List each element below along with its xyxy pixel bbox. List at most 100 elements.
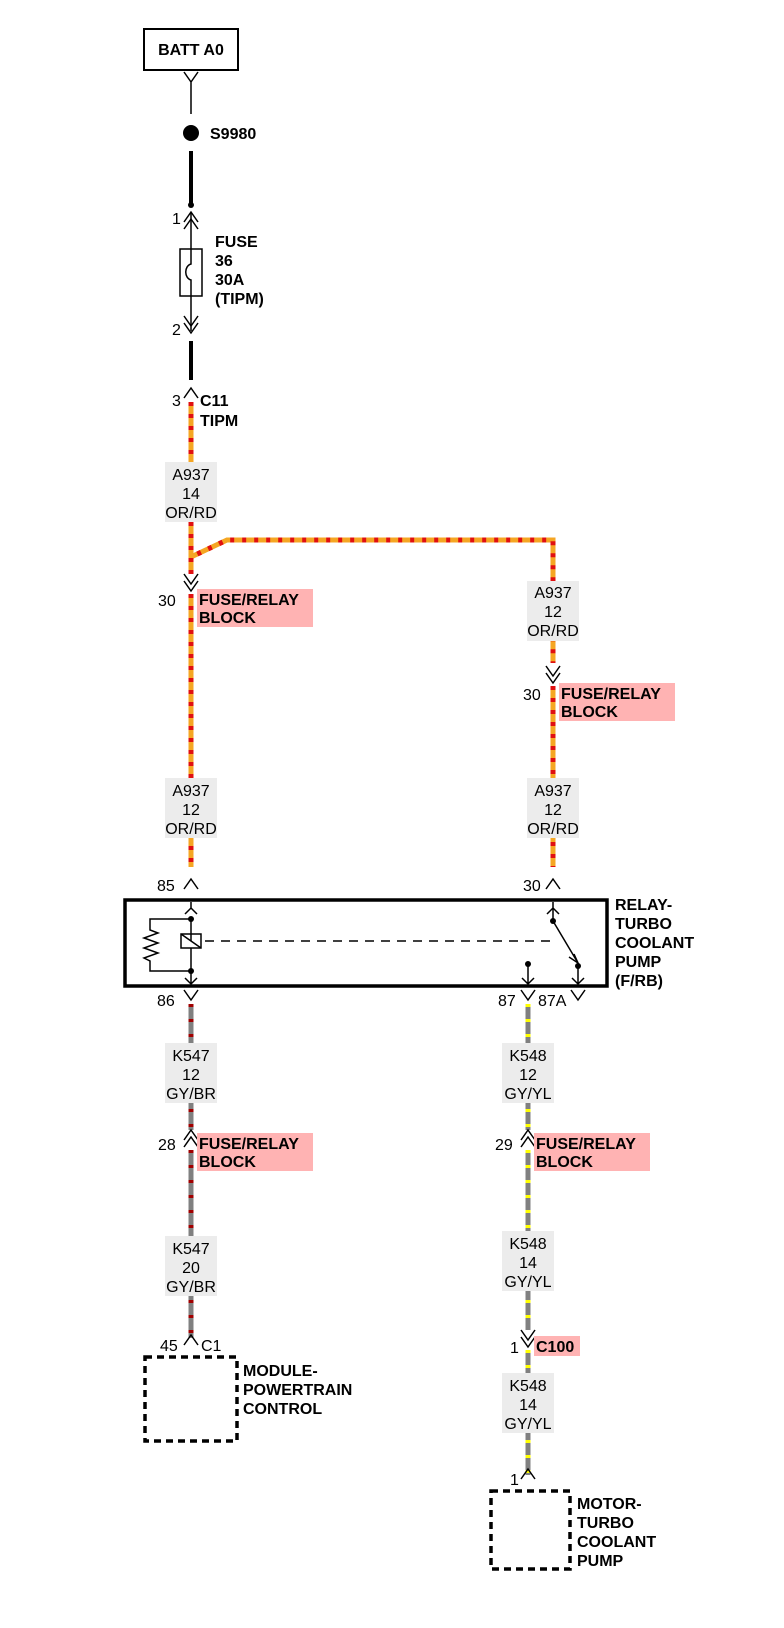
wire-label-bg-w8: [502, 1231, 554, 1291]
c11-connector-mark: [183, 386, 199, 399]
motor-connector-mark: [520, 1467, 536, 1480]
frb-right-top-mark: [545, 665, 561, 685]
wire-w3-circuit: A937: [172, 783, 209, 800]
relay-label-5: (F/RB): [615, 973, 663, 990]
relay-label-4: PUMP: [615, 954, 662, 971]
splice-label: S9980: [210, 126, 256, 143]
motor-label-1: MOTOR-: [577, 1496, 642, 1513]
relay-pin-85: 85: [157, 878, 175, 895]
motor-pin: 1: [510, 1472, 519, 1489]
relay-pin-30: 30: [523, 878, 541, 895]
wire-w1-color: OR/RD: [165, 505, 217, 522]
wire-w3-color: OR/RD: [165, 821, 217, 838]
pcm-label-2: POWERTRAIN: [243, 1382, 352, 1399]
wire-w1-gauge: 14: [182, 486, 200, 503]
fuse-label-4: (TIPM): [215, 291, 264, 308]
frb-left-bottom-pin: 28: [158, 1137, 176, 1154]
relay-coil-circuit: [141, 902, 202, 986]
wire-w4-gauge: 12: [544, 802, 562, 819]
pcm-label-3: CONTROL: [243, 1401, 322, 1418]
batt-a0-box: [143, 28, 239, 71]
relay-switch: [521, 902, 585, 986]
pcm-label-1: MODULE-: [243, 1363, 318, 1380]
batt-a0-label: BATT A0: [158, 42, 224, 59]
fuse-label-1: FUSE: [215, 234, 258, 251]
relay-86-mark: [183, 989, 199, 1002]
wire-label-bg-w6: [502, 1043, 554, 1103]
wire-w6-gauge: 12: [519, 1067, 537, 1084]
relay-label-1: RELAY-: [615, 897, 672, 914]
c100-pin: 1: [510, 1340, 519, 1357]
wire-label-bg-w9: [502, 1373, 554, 1433]
motor-module-box: [489, 1489, 572, 1571]
relay-label-3: COOLANT: [615, 935, 694, 952]
wire-label-bg-w1: [165, 462, 217, 522]
wire-w3-gauge: 12: [182, 802, 200, 819]
relay-label-2: TURBO: [615, 916, 672, 933]
wire-label-bg-w4: [527, 778, 579, 838]
wire-w6-color: GY/YL: [504, 1086, 551, 1103]
motor-label-3: COOLANT: [577, 1534, 656, 1551]
relay-87-mark: [520, 989, 536, 1002]
frb-left-top-pin: 30: [158, 593, 176, 610]
wire-w5-gauge: 12: [182, 1067, 200, 1084]
wire-w7-gauge: 20: [182, 1260, 200, 1277]
relay-pin-87a: 87A: [538, 993, 567, 1010]
frb-left-top-label-2: BLOCK: [199, 610, 256, 627]
fuse-label-2: 36: [215, 253, 233, 270]
frb-right-bottom-label-2: BLOCK: [536, 1154, 593, 1171]
wire-w6-circuit: K548: [509, 1048, 546, 1065]
pcm-pin: 45: [160, 1338, 178, 1355]
pcm-module-box: [143, 1355, 239, 1443]
frb-right-bottom-pin: 29: [495, 1137, 513, 1154]
relay-box: [123, 898, 609, 988]
frb-left-bottom-highlight: [197, 1133, 313, 1171]
motor-label-2: TURBO: [577, 1515, 634, 1532]
fuse-pin-out: 2: [172, 322, 181, 339]
relay-85-mark: [183, 877, 199, 890]
wire-w7-circuit: K547: [172, 1241, 209, 1258]
frb-left-top-label-1: FUSE/RELAY: [199, 592, 299, 609]
wire-w5-color: GY/BR: [166, 1086, 216, 1103]
fuse-pin1-dot: [188, 202, 194, 208]
frb-left-top-mark: [183, 573, 199, 593]
fuse-label-3: 30A: [215, 272, 245, 289]
frb-left-bottom-label-1: FUSE/RELAY: [199, 1136, 299, 1153]
wire-w4-circuit: A937: [534, 783, 571, 800]
wire-label-bg-w3: [165, 778, 217, 838]
pcm-connector-mark: [183, 1333, 199, 1346]
wire-w8-color: GY/YL: [504, 1274, 551, 1291]
wire-label-bg-w2: [527, 581, 579, 641]
frb-right-top-label-2: BLOCK: [561, 704, 618, 721]
c100-highlight: [534, 1336, 580, 1356]
wire-w9-color: GY/YL: [504, 1416, 551, 1433]
frb-left-top-highlight: [197, 589, 313, 627]
frb-right-top-pin: 30: [523, 687, 541, 704]
c11-label-2: TIPM: [200, 413, 238, 430]
batt-connector-mark: [183, 71, 199, 114]
frb-left-bottom-mark: [183, 1128, 199, 1148]
relay-30-mark: [545, 877, 561, 890]
wire-w2-circuit: A937: [534, 585, 571, 602]
wire-w5-circuit: K547: [172, 1048, 209, 1065]
frb-right-bottom-mark: [520, 1128, 536, 1148]
wire-w8-gauge: 14: [519, 1255, 537, 1272]
fuse-pin-in: 1: [172, 211, 181, 228]
frb-right-top-highlight: [559, 683, 675, 721]
wire-w9-gauge: 14: [519, 1397, 537, 1414]
c11-label-1: C11: [200, 393, 229, 410]
frb-right-bottom-highlight: [534, 1133, 650, 1171]
wire-w4-color: OR/RD: [527, 821, 579, 838]
wire-w1-circuit: A937: [172, 467, 209, 484]
motor-label-4: PUMP: [577, 1553, 624, 1570]
frb-right-top-label-1: FUSE/RELAY: [561, 686, 661, 703]
wire-w8-circuit: K548: [509, 1236, 546, 1253]
wire-w7-color: GY/BR: [166, 1279, 216, 1296]
relay-87a-mark: [570, 989, 586, 1002]
frb-left-bottom-label-2: BLOCK: [199, 1154, 256, 1171]
frb-right-bottom-label-1: FUSE/RELAY: [536, 1136, 636, 1153]
fuse-pin2-mark: [183, 315, 199, 335]
wire-w9-circuit: K548: [509, 1378, 546, 1395]
pcm-connector: C1: [201, 1338, 222, 1355]
